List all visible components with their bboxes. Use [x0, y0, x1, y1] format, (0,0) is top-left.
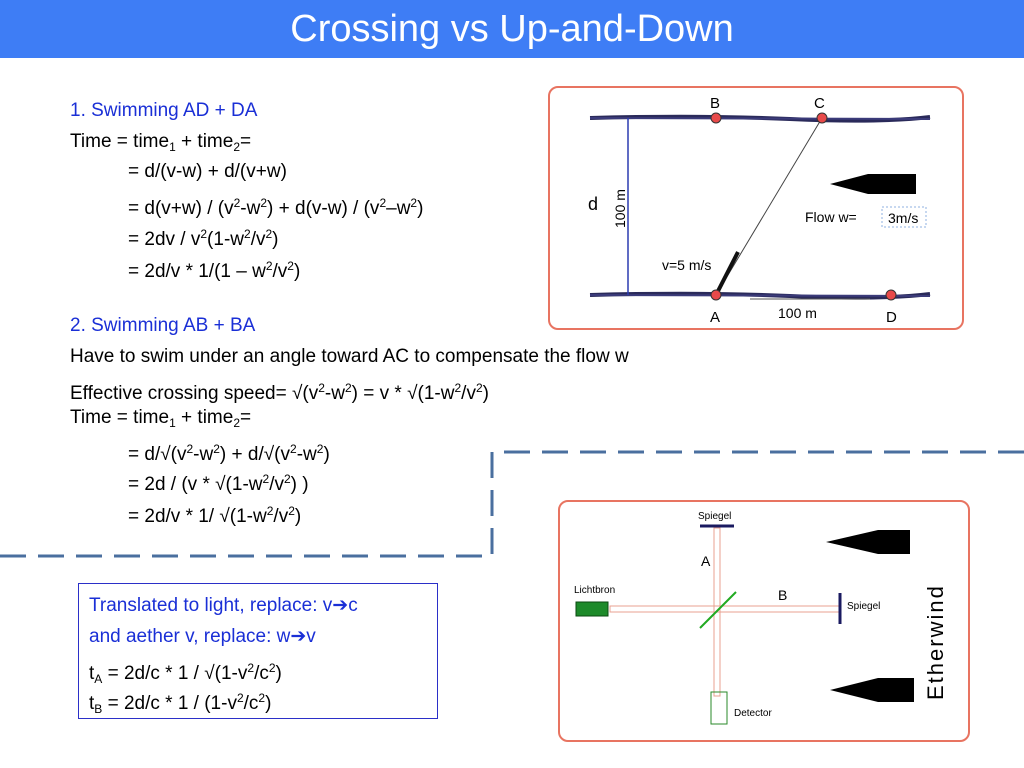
label-c: C [814, 95, 825, 112]
interferometer-panel: Spiegel Spiegel Lichtbron Detector A B E… [558, 500, 970, 742]
label-100m-horizontal: 100 m [778, 305, 817, 321]
section2-line4: = d/√(v2-w2) + d/√(v2-w2) [128, 442, 330, 465]
section2-line5: = 2d / (v * √(1-w2/v2) ) [128, 472, 309, 495]
flow-arrow-icon [830, 174, 916, 194]
section1-line3: = d(v+w) / (v2-w2) + d(v-w) / (v2–w2) [128, 196, 424, 219]
wind-arrow-bottom-icon [830, 678, 914, 702]
river-diagram-panel: B C A D d 100 m 100 m v=5 m/s Flow w= 3m… [548, 86, 964, 330]
section2-line6: = 2d/v * 1/ √(1-w2/v2) [128, 504, 302, 527]
section2-line1: Have to swim under an angle toward AC to… [70, 346, 629, 367]
section2-line3: Time = time1 + time2= [70, 407, 252, 430]
swim-path [715, 117, 823, 296]
flow-value-box [881, 206, 927, 228]
velocity-vector [714, 251, 740, 296]
section1-line1: Time = time1 + time2= [70, 131, 252, 154]
title-bar: Crossing vs Up-and-Down [0, 0, 1024, 58]
label-100m-vertical: 100 m [612, 189, 628, 228]
label-a: A [701, 553, 711, 569]
translation-line4: tB = 2d/c * 1 / (1-v2/c2) [89, 691, 272, 716]
translation-line3: tA = 2d/c * 1 / √(1-v2/c2) [89, 661, 282, 686]
translation-line2: and aether v, replace: w➔v [89, 626, 316, 647]
section1-heading: 1. Swimming AD + DA [70, 100, 258, 121]
point-a [710, 289, 722, 301]
label-d-distance: d [588, 194, 598, 214]
label-a: A [710, 309, 720, 326]
interferometer-diagram: Spiegel Spiegel Lichtbron Detector A B E… [574, 511, 948, 725]
label-flow-value: 3m/s [888, 210, 918, 226]
section1-line5: = 2d/v * 1/(1 – w2/v2) [128, 259, 301, 282]
beam-splitter [699, 591, 737, 629]
label-spiegel-right: Spiegel [847, 601, 880, 612]
label-flow: Flow w= [805, 209, 857, 225]
wind-arrow-top-icon [826, 530, 910, 554]
label-b: B [710, 95, 720, 112]
label-lichtbron: Lichtbron [574, 585, 615, 596]
label-b: B [778, 587, 787, 603]
detector [710, 691, 728, 725]
light-source [575, 601, 609, 617]
point-c [816, 112, 828, 124]
vertical-beam [713, 527, 721, 697]
section1-line2: = d/(v-w) + d/(v+w) [128, 161, 287, 182]
label-detector: Detector [734, 708, 772, 719]
page-title: Crossing vs Up-and-Down [290, 8, 734, 50]
right-arrow-icon: ➔ [290, 626, 307, 647]
translation-line1: Translated to light, replace: v➔c [89, 595, 358, 616]
section2-line2: Effective crossing speed= √(v2-w2) = v *… [70, 381, 489, 404]
point-b [710, 112, 722, 124]
point-d [885, 289, 897, 301]
section1-line4: = 2dv / v2(1-w2/v2) [128, 227, 279, 250]
river-diagram: B C A D d 100 m 100 m v=5 m/s Flow w= 3m… [588, 95, 931, 326]
translation-box: Translated to light, replace: v➔c and ae… [78, 583, 438, 719]
label-speed: v=5 m/s [662, 257, 711, 273]
section2-heading: 2. Swimming AB + BA [70, 315, 256, 336]
horizontal-beam [609, 605, 841, 613]
label-spiegel-top: Spiegel [698, 511, 731, 522]
right-arrow-icon: ➔ [332, 595, 349, 616]
label-etherwind: Etherwind [923, 584, 948, 700]
label-d: D [886, 309, 897, 326]
